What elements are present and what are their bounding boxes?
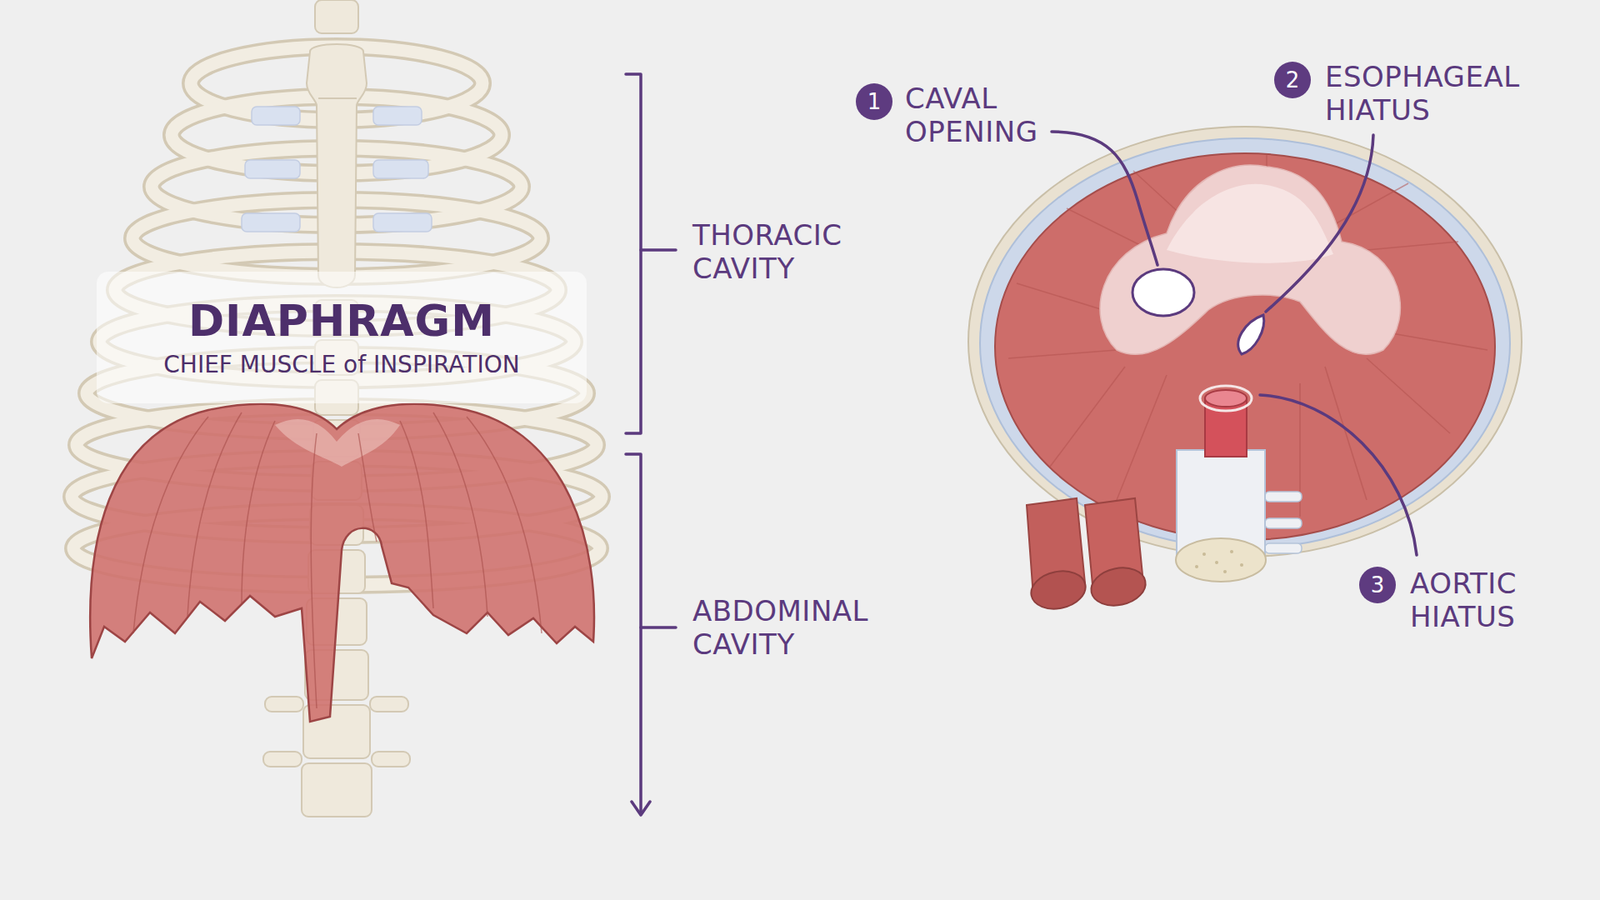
- cavity-bracket: [625, 74, 676, 815]
- aorta: [1200, 385, 1252, 411]
- vertebra: [1265, 491, 1302, 502]
- aorta: [1200, 385, 1252, 457]
- central-tendon-highlight: [1166, 184, 1334, 264]
- muscle-fibers: [1116, 375, 1167, 500]
- callout-number: 1: [867, 90, 882, 113]
- diaphragm-front: [400, 420, 434, 609]
- diaphragm-front: [241, 420, 275, 605]
- vertebra: [1175, 450, 1302, 582]
- sternum: [318, 97, 357, 100]
- sternum: [306, 44, 367, 288]
- muscle-fibers: [1008, 350, 1117, 359]
- spine: [265, 696, 304, 712]
- callout-number: 3: [1370, 574, 1385, 596]
- leader-line: [1051, 131, 1158, 265]
- central-tendon: [1100, 165, 1400, 355]
- spine: [263, 751, 302, 767]
- part-label: ESOPHAGEAL HIATUS: [1325, 60, 1538, 127]
- title-text: DIAPHRAGM: [188, 294, 495, 349]
- crura: [1027, 566, 1090, 615]
- cavity-bracket: [625, 454, 641, 814]
- diaphragm-front: [133, 416, 209, 634]
- caval-opening: [1132, 269, 1195, 316]
- vertebra: [1215, 560, 1219, 565]
- callout-number: 2: [1274, 61, 1311, 99]
- diaphragm-front: [358, 433, 377, 542]
- vertebra: [1195, 550, 1244, 574]
- spine: [370, 696, 409, 712]
- subtitle-text: CHIEF MUSCLE of INSPIRATION: [163, 348, 520, 381]
- diaphragm-front: [133, 412, 542, 709]
- part-label: CAVAL OPENING: [905, 81, 1055, 149]
- part-label: AORTIC HIATUS: [1410, 566, 1544, 634]
- callout-number: 2: [1285, 69, 1300, 91]
- diaphragm-front: [90, 404, 595, 722]
- vertebra: [1265, 543, 1302, 554]
- vertebra: [1175, 538, 1266, 582]
- diaphragm-front: [187, 412, 242, 617]
- cavity-bracket: [640, 625, 676, 630]
- muscle-fibers: [1391, 333, 1488, 350]
- leader-line: [1051, 131, 1417, 555]
- diaphragm-front: [433, 412, 488, 617]
- diaphragm-front: [90, 404, 595, 722]
- cavity-bracket: [631, 801, 650, 815]
- muscle-fibers: [1366, 241, 1459, 250]
- spine: [301, 763, 372, 817]
- cavity-bracket: [625, 74, 641, 434]
- costal-cartilage: [373, 106, 422, 125]
- muscle-fibers: [1366, 358, 1450, 434]
- vertebra: [1223, 570, 1227, 574]
- cavity-bracket: [640, 248, 676, 252]
- crura: [1087, 563, 1150, 611]
- title-banner: DIAPHRAGMCHIEF MUSCLE of INSPIRATION: [96, 271, 587, 404]
- vertebra: [1240, 563, 1244, 567]
- costal-cartilage: [373, 213, 432, 232]
- region-label: ABDOMINAL CAVITY: [692, 594, 893, 661]
- callout-number: 3: [1359, 566, 1396, 604]
- diaphragm-front: [275, 419, 400, 467]
- leader-line: [1265, 135, 1374, 312]
- costal-cartilage: [373, 160, 429, 179]
- vertebra: [1230, 550, 1234, 554]
- costal-cartilage: [251, 106, 300, 125]
- spine: [371, 751, 410, 767]
- esophageal-hiatus: [1238, 315, 1265, 355]
- region-label: THORACIC CAVITY: [692, 218, 872, 285]
- sternum: [306, 44, 367, 288]
- crura: [1026, 498, 1150, 614]
- vertebra: [1265, 518, 1302, 529]
- vertebra: [1202, 552, 1206, 556]
- costal-cartilage: [241, 213, 300, 232]
- costal-cartilage: [245, 160, 300, 179]
- diaphragm-front: [310, 433, 317, 709]
- callout-circle: [1274, 61, 1311, 99]
- muscle-fibers: [1265, 155, 1268, 167]
- leader-line: [1260, 395, 1417, 555]
- muscle-fibers: [1333, 183, 1409, 225]
- vertebra: [1195, 565, 1199, 569]
- muscle-fibers: [1050, 366, 1125, 467]
- muscle-fibers: [1066, 208, 1150, 250]
- spine: [315, 0, 359, 34]
- muscle-fibers: [1325, 366, 1367, 500]
- aorta: [1205, 390, 1247, 407]
- diaphragm-front: [466, 416, 542, 634]
- callout-circle: [855, 83, 893, 120]
- callout-number: 1: [855, 83, 893, 120]
- callout-circle: [1359, 566, 1396, 604]
